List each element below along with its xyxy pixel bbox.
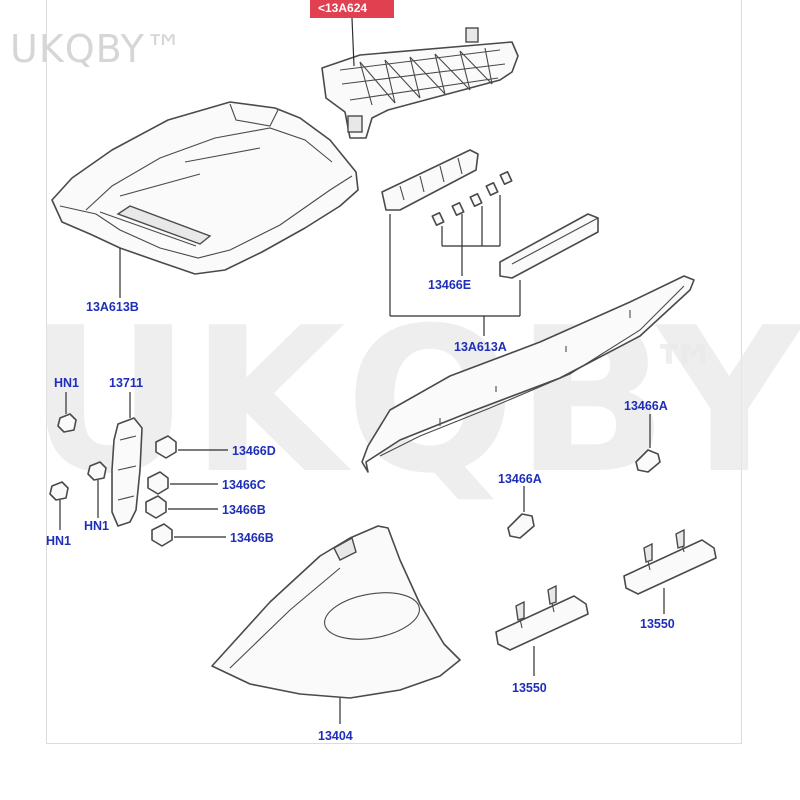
label-hn1-top: HN1 xyxy=(54,376,79,390)
label-13466B-upper: 13466B xyxy=(222,503,266,517)
part-13550-license-lamp-mid xyxy=(495,584,589,676)
part-13711-bracket xyxy=(111,417,143,527)
label-13466D: 13466D xyxy=(232,444,276,458)
part-light-bar xyxy=(499,213,599,279)
part-hn1-nut-low xyxy=(49,481,69,501)
part-13A624-bracket xyxy=(321,27,519,139)
part-13466B-screw-upper xyxy=(145,495,218,519)
label-13466E: 13466E xyxy=(428,278,471,292)
part-bulb-holder-comb xyxy=(381,149,513,227)
label-13A624: <13A624 xyxy=(318,1,367,15)
watermark-tm: ™ xyxy=(650,330,720,412)
part-13A613B-housing xyxy=(51,101,359,275)
leader-13A624 xyxy=(351,17,355,67)
part-hn1-nut-top xyxy=(57,413,77,433)
part-13550-license-lamp-right xyxy=(623,528,717,614)
part-13466D-screw xyxy=(155,435,228,459)
label-13550-mid: 13550 xyxy=(512,681,547,695)
label-13466A-mid: 13466A xyxy=(498,472,542,486)
diagram-frame xyxy=(46,0,742,744)
label-13A613B: 13A613B xyxy=(86,300,139,314)
watermark-small: UKQBY™ xyxy=(10,27,184,71)
label-13404: 13404 xyxy=(318,729,353,743)
part-13466A-bulb-right xyxy=(635,414,661,473)
part-13404-tail-lamp xyxy=(211,525,461,699)
label-13550-right: 13550 xyxy=(640,617,675,631)
highlight-box xyxy=(310,0,394,18)
label-hn1-low: HN1 xyxy=(46,534,71,548)
label-13466A-right: 13466A xyxy=(624,399,668,413)
label-hn1-mid: HN1 xyxy=(84,519,109,533)
label-13A613A: 13A613A xyxy=(454,340,507,354)
part-13A613A-light-strip xyxy=(361,275,695,473)
leader-group-13466E xyxy=(389,195,521,336)
part-13466B-screw-lower xyxy=(151,523,226,547)
label-13466C: 13466C xyxy=(222,478,266,492)
part-hn1-nut-mid xyxy=(87,461,107,481)
label-13466B-lower: 13466B xyxy=(230,531,274,545)
part-13466A-bulb-mid xyxy=(507,486,535,539)
part-13466C-screw xyxy=(147,471,218,495)
label-13711: 13711 xyxy=(109,376,143,390)
